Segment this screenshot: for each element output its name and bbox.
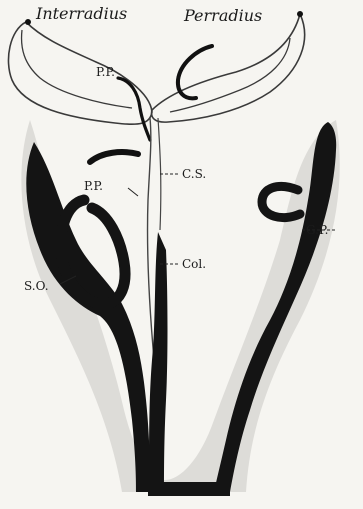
base-bar <box>148 482 230 496</box>
label-cs: C.S. <box>182 168 206 180</box>
inner-right-lobe-outline <box>170 38 290 112</box>
pp-upper-canal <box>118 78 150 140</box>
label-so: S.O. <box>24 280 49 292</box>
right-tip-dot <box>297 11 303 17</box>
outer-tissue-layer <box>21 120 339 492</box>
heading-interradius: Interradius <box>36 6 127 22</box>
central-black-column <box>148 232 168 492</box>
pp-lower-leader <box>128 188 138 196</box>
label-col: Col. <box>182 258 206 270</box>
upper-right-lobe-outline <box>152 14 305 122</box>
left-tip-dot <box>25 19 31 25</box>
label-gp: G.P. <box>306 224 328 236</box>
upper-left-lobe-outline <box>8 22 152 124</box>
label-pp-upper: P.P. <box>96 66 115 78</box>
label-pp-lower: P.P. <box>84 180 103 192</box>
upper-left-inner-outline <box>22 30 132 108</box>
cs-canal <box>90 152 138 162</box>
heading-perradius: Perradius <box>184 8 262 24</box>
